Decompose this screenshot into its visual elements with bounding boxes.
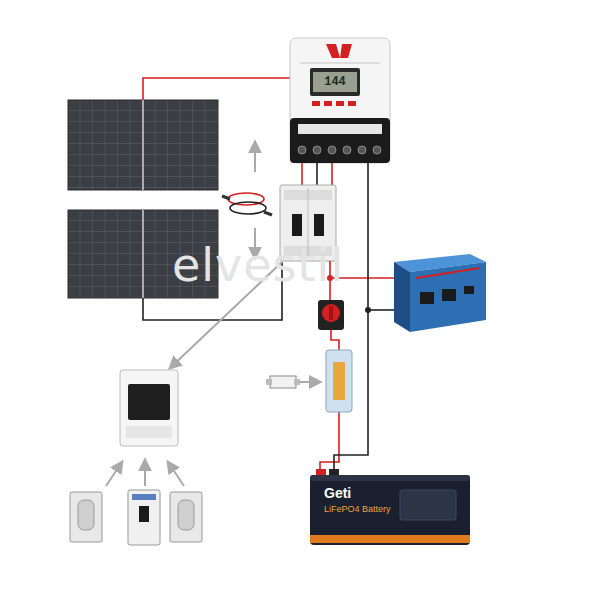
battery-body [310,469,470,545]
battery-switch [318,300,344,330]
solar-panel [68,100,218,190]
battery-body [329,469,339,476]
fuse-holder-module [170,492,202,542]
battery-switch [322,304,340,322]
fuse [294,379,300,385]
fuse [266,376,300,388]
inverter [410,262,486,332]
distribution-box [128,384,170,420]
dc-negative-wire [334,163,368,475]
charge-controller-body [290,118,390,163]
battery-type: LiFePO4 Battery [324,504,391,514]
inverter [442,289,456,301]
direction-arrow [168,462,184,486]
charge-controller-body [324,101,332,106]
inverter [394,262,410,332]
charge-controller-body [310,68,360,96]
battery-body [400,490,456,520]
mc4-cable [222,196,230,199]
fuse-holder-module [178,500,194,530]
fuse-holder [326,350,352,412]
solar-panel [68,100,218,190]
direction-arrow [300,381,320,383]
fuse-holder-module [78,500,94,530]
brand-name: Geti [324,485,351,501]
distribution-box [126,426,172,438]
inverter [394,254,486,332]
charge-controller-body [336,101,344,106]
battery-switch [329,306,333,320]
circuit-breaker-module [128,490,160,545]
lcd-reading: 144 [313,72,357,92]
charge-controller-body [300,62,380,64]
fuse-holder-module [70,492,102,542]
circuit-breaker-module [139,506,149,522]
wire-junction [365,307,371,313]
mc4-cable [222,193,272,215]
watermark: elvestil [172,238,344,292]
charge-controller-body [312,101,320,106]
distribution-box [120,370,178,446]
charge-controller-body [298,124,382,134]
controller-wire [331,163,333,186]
charge-controller-body [328,146,336,154]
dc-wire [331,330,339,350]
fuse [270,376,296,388]
inverter [464,286,474,294]
dc-wire [320,412,339,472]
charge-controller-body [348,101,356,106]
charge-controller-body [326,44,340,58]
battery-body [316,469,326,476]
charge-controller-body [313,146,321,154]
charge-controller-body [290,38,390,163]
circuit-breaker-module [132,494,156,500]
charge-controller-body [373,146,381,154]
fuse [266,379,272,385]
direction-arrow [254,142,256,172]
controller-wire [302,163,332,186]
charge-controller-body [290,38,390,163]
fuse-holder [333,362,345,400]
mc4-cable [230,202,266,214]
controller-wire [316,163,318,186]
direction-arrow [144,460,146,486]
distribution-box [120,370,178,446]
lifepo4-battery: GetiLiFePO4 Battery [310,475,470,545]
charge-controller-body [298,146,306,154]
inverter [416,268,480,278]
charge-controller-body [340,44,352,58]
battery-body [310,475,470,481]
direction-arrow [106,462,122,486]
fuse-holder-module [170,492,202,542]
charge-controller-body [358,146,366,154]
panel-wire [143,78,290,100]
battery-switch [318,300,344,330]
circuit-breaker-module [128,490,160,545]
battery-body [310,475,470,545]
mc4-cable [264,212,272,215]
inverter [420,292,434,304]
fuse-holder [326,350,352,412]
solar-panel [142,210,144,298]
dc-breaker [314,214,324,236]
dc-wire [320,261,396,472]
fuse-holder-module [70,492,102,542]
dc-wire [368,309,396,311]
battery-body [310,535,470,543]
dc-breaker [292,214,302,236]
charge-controller-body [343,146,351,154]
controller-wire [301,163,303,186]
charge-controller: 144 [290,38,390,163]
charge-controller-body [313,72,357,92]
solar-panel [142,100,144,190]
